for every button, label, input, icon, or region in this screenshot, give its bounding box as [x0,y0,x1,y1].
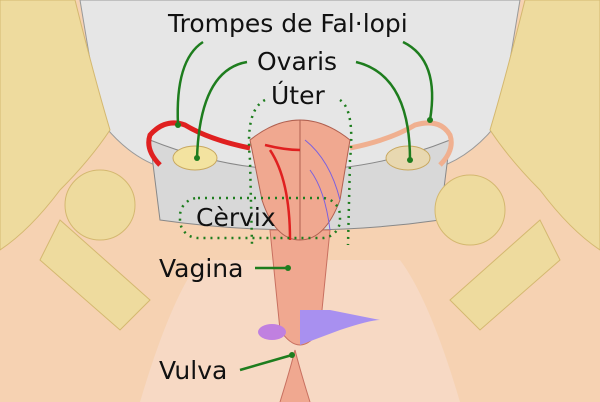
vulva-shape [279,349,311,402]
label-vulva: Vulva [159,356,228,385]
leader-dots [175,117,433,358]
uterus-outline-dotted [247,98,353,246]
left-fallopian-tube [146,120,251,167]
uterine-veins [304,139,341,231]
right-pelvic-bone [434,0,600,331]
left-pelvic-bone [0,0,151,331]
label-ovaries: Ovaris [257,47,338,76]
leader-lines [176,40,434,372]
bulb-vestibule [258,324,286,340]
clitoris-structure [300,310,380,345]
label-uterus: Úter [271,81,325,110]
cervix-outline-dotted [178,196,342,240]
label-fallopian-tubes: Trompes de Fal·lopi [168,9,408,38]
label-vagina: Vagina [159,254,244,283]
label-cervix: Cèrvix [196,203,276,232]
uterine-artery [264,143,301,241]
right-fallopian-tube [349,120,454,167]
